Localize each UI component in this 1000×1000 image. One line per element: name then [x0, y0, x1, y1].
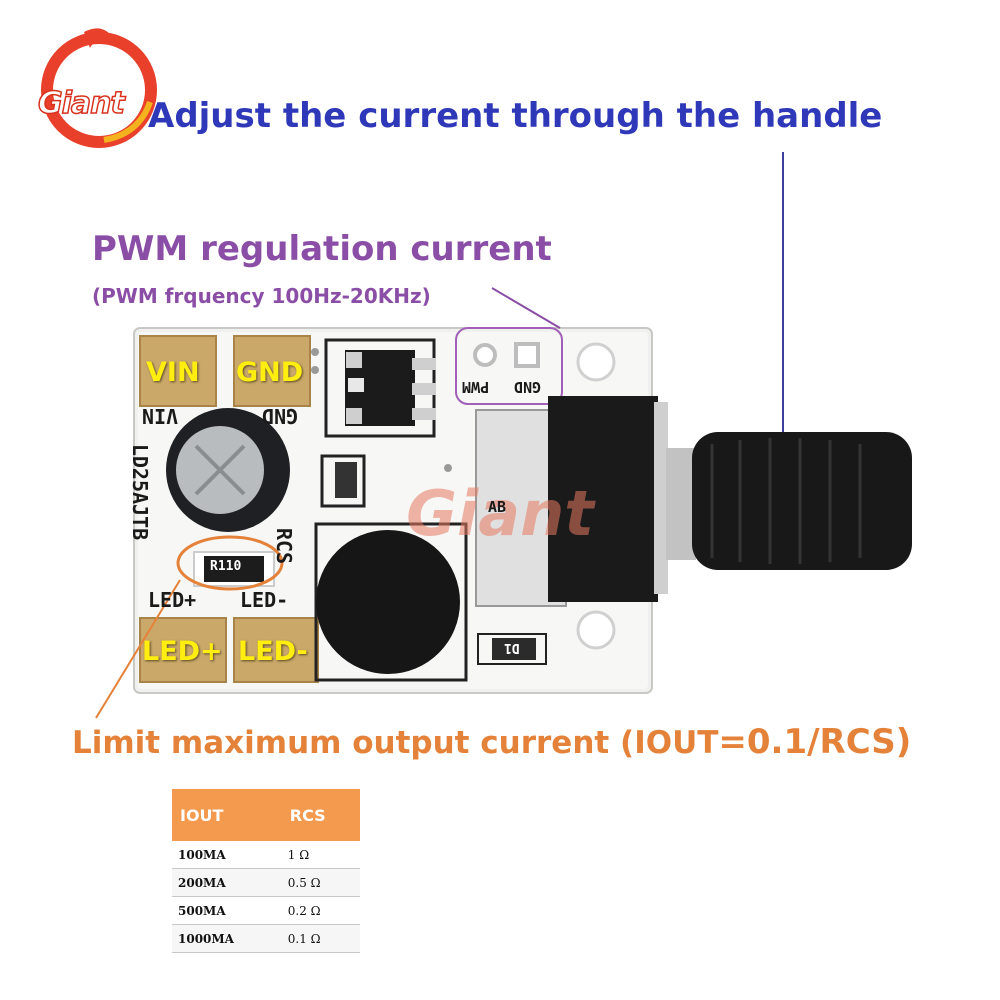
table-header-row: IOUT RCS: [172, 789, 360, 841]
table-header-iout: IOUT: [172, 789, 282, 841]
pad-label-led-minus: LED-: [238, 636, 308, 667]
potentiometer-knob: [692, 432, 912, 570]
table-row: 1000MA 0.1 Ω: [172, 924, 360, 953]
pwm-subtitle: (PWM frquency 100Hz-20KHz): [92, 284, 431, 308]
silk-model: LD25AJTB: [128, 443, 153, 541]
silk-pwm: PWM: [462, 378, 490, 396]
chip-pin: [412, 408, 436, 420]
pad-gnd: [233, 335, 311, 407]
pad-led-plus: [139, 617, 227, 683]
silk-rcs: RCS: [272, 527, 297, 565]
chip-pin: [412, 358, 436, 370]
table-cell-rcs: 0.1 Ω: [281, 924, 360, 953]
table-cell-rcs: 0.2 Ω: [281, 896, 360, 925]
pwm-hole: [473, 343, 497, 367]
silk-led-minus: LED-: [240, 588, 289, 612]
inductor: [316, 530, 460, 674]
pad-vin: [139, 335, 217, 407]
table-row: 500MA 0.2 Ω: [172, 896, 360, 925]
potentiometer-collar: [654, 402, 668, 594]
logo-text: Giant: [37, 85, 125, 122]
giant-logo: [41, 28, 157, 148]
small-component: [335, 462, 357, 498]
silk-gnd: GND: [262, 404, 299, 428]
chip-pin: [348, 378, 364, 392]
capacitor-vent: [194, 444, 246, 496]
potentiometer-body: [548, 396, 658, 602]
silk-vin: VIN: [142, 404, 179, 428]
via: [311, 366, 319, 374]
pad-label-gnd: GND: [236, 357, 304, 388]
table-cell-current: 200MA: [172, 868, 282, 897]
limit-prefix: Limit maximum output current (: [72, 725, 635, 761]
silk-pot-ab: AB: [488, 498, 507, 516]
mounting-hole: [576, 342, 616, 382]
chip-pin: [346, 352, 362, 368]
logo-arc: [103, 100, 153, 143]
silk-diode: D1: [504, 640, 520, 655]
chip-pin: [346, 408, 362, 424]
pwm-title: PWM regulation current: [92, 229, 552, 269]
table-header-rcs: RCS: [281, 789, 360, 841]
pwm-pointer-line: [491, 287, 561, 329]
limit-iout: IOUT: [634, 725, 719, 761]
iout-rcs-table: IOUT RCS 100MA 1 Ω 200MA 0.5 Ω 500MA 0.2…: [172, 789, 360, 953]
headline: Adjust the current through the handle: [148, 96, 883, 136]
diode: [492, 638, 536, 660]
pwm-highlight-ring: [455, 327, 563, 405]
watermark-text: Giant: [406, 477, 596, 550]
diode-outline: [477, 633, 547, 665]
silk-led-plus: LED+: [148, 588, 197, 612]
limit-current-caption: Limit maximum output current (IOUT=0.1/R…: [72, 722, 911, 762]
pad-label-vin: VIN: [146, 357, 200, 388]
rcs-pointer-line: [95, 579, 181, 719]
via: [444, 464, 452, 472]
mounting-hole: [576, 610, 616, 650]
table-cell-current: 500MA: [172, 896, 282, 925]
gnd-hole: [514, 342, 540, 368]
pad-label-led-plus: LED+: [142, 636, 223, 667]
chip-pin: [412, 383, 436, 395]
table-cell-rcs: 1 Ω: [281, 841, 360, 869]
component-outline: [320, 454, 366, 508]
table-row: 100MA 1 Ω: [172, 841, 360, 869]
rcs-resistor: [204, 556, 264, 582]
limit-formula: =0.1/RCS): [718, 722, 912, 762]
table-row: 200MA 0.5 Ω: [172, 868, 360, 897]
rcs-highlight-ring: [176, 535, 284, 591]
logo-flame: [84, 28, 114, 48]
table-cell-current: 100MA: [172, 841, 282, 869]
silk-resistor-code: R110: [210, 559, 242, 574]
silk-gnd-small: GND: [514, 378, 542, 396]
via: [311, 348, 319, 356]
table-cell-current: 1000MA: [172, 924, 282, 953]
table-cell-rcs: 0.5 Ω: [281, 868, 360, 897]
potentiometer-shaft: [666, 448, 696, 560]
pad-led-minus: [233, 617, 319, 683]
